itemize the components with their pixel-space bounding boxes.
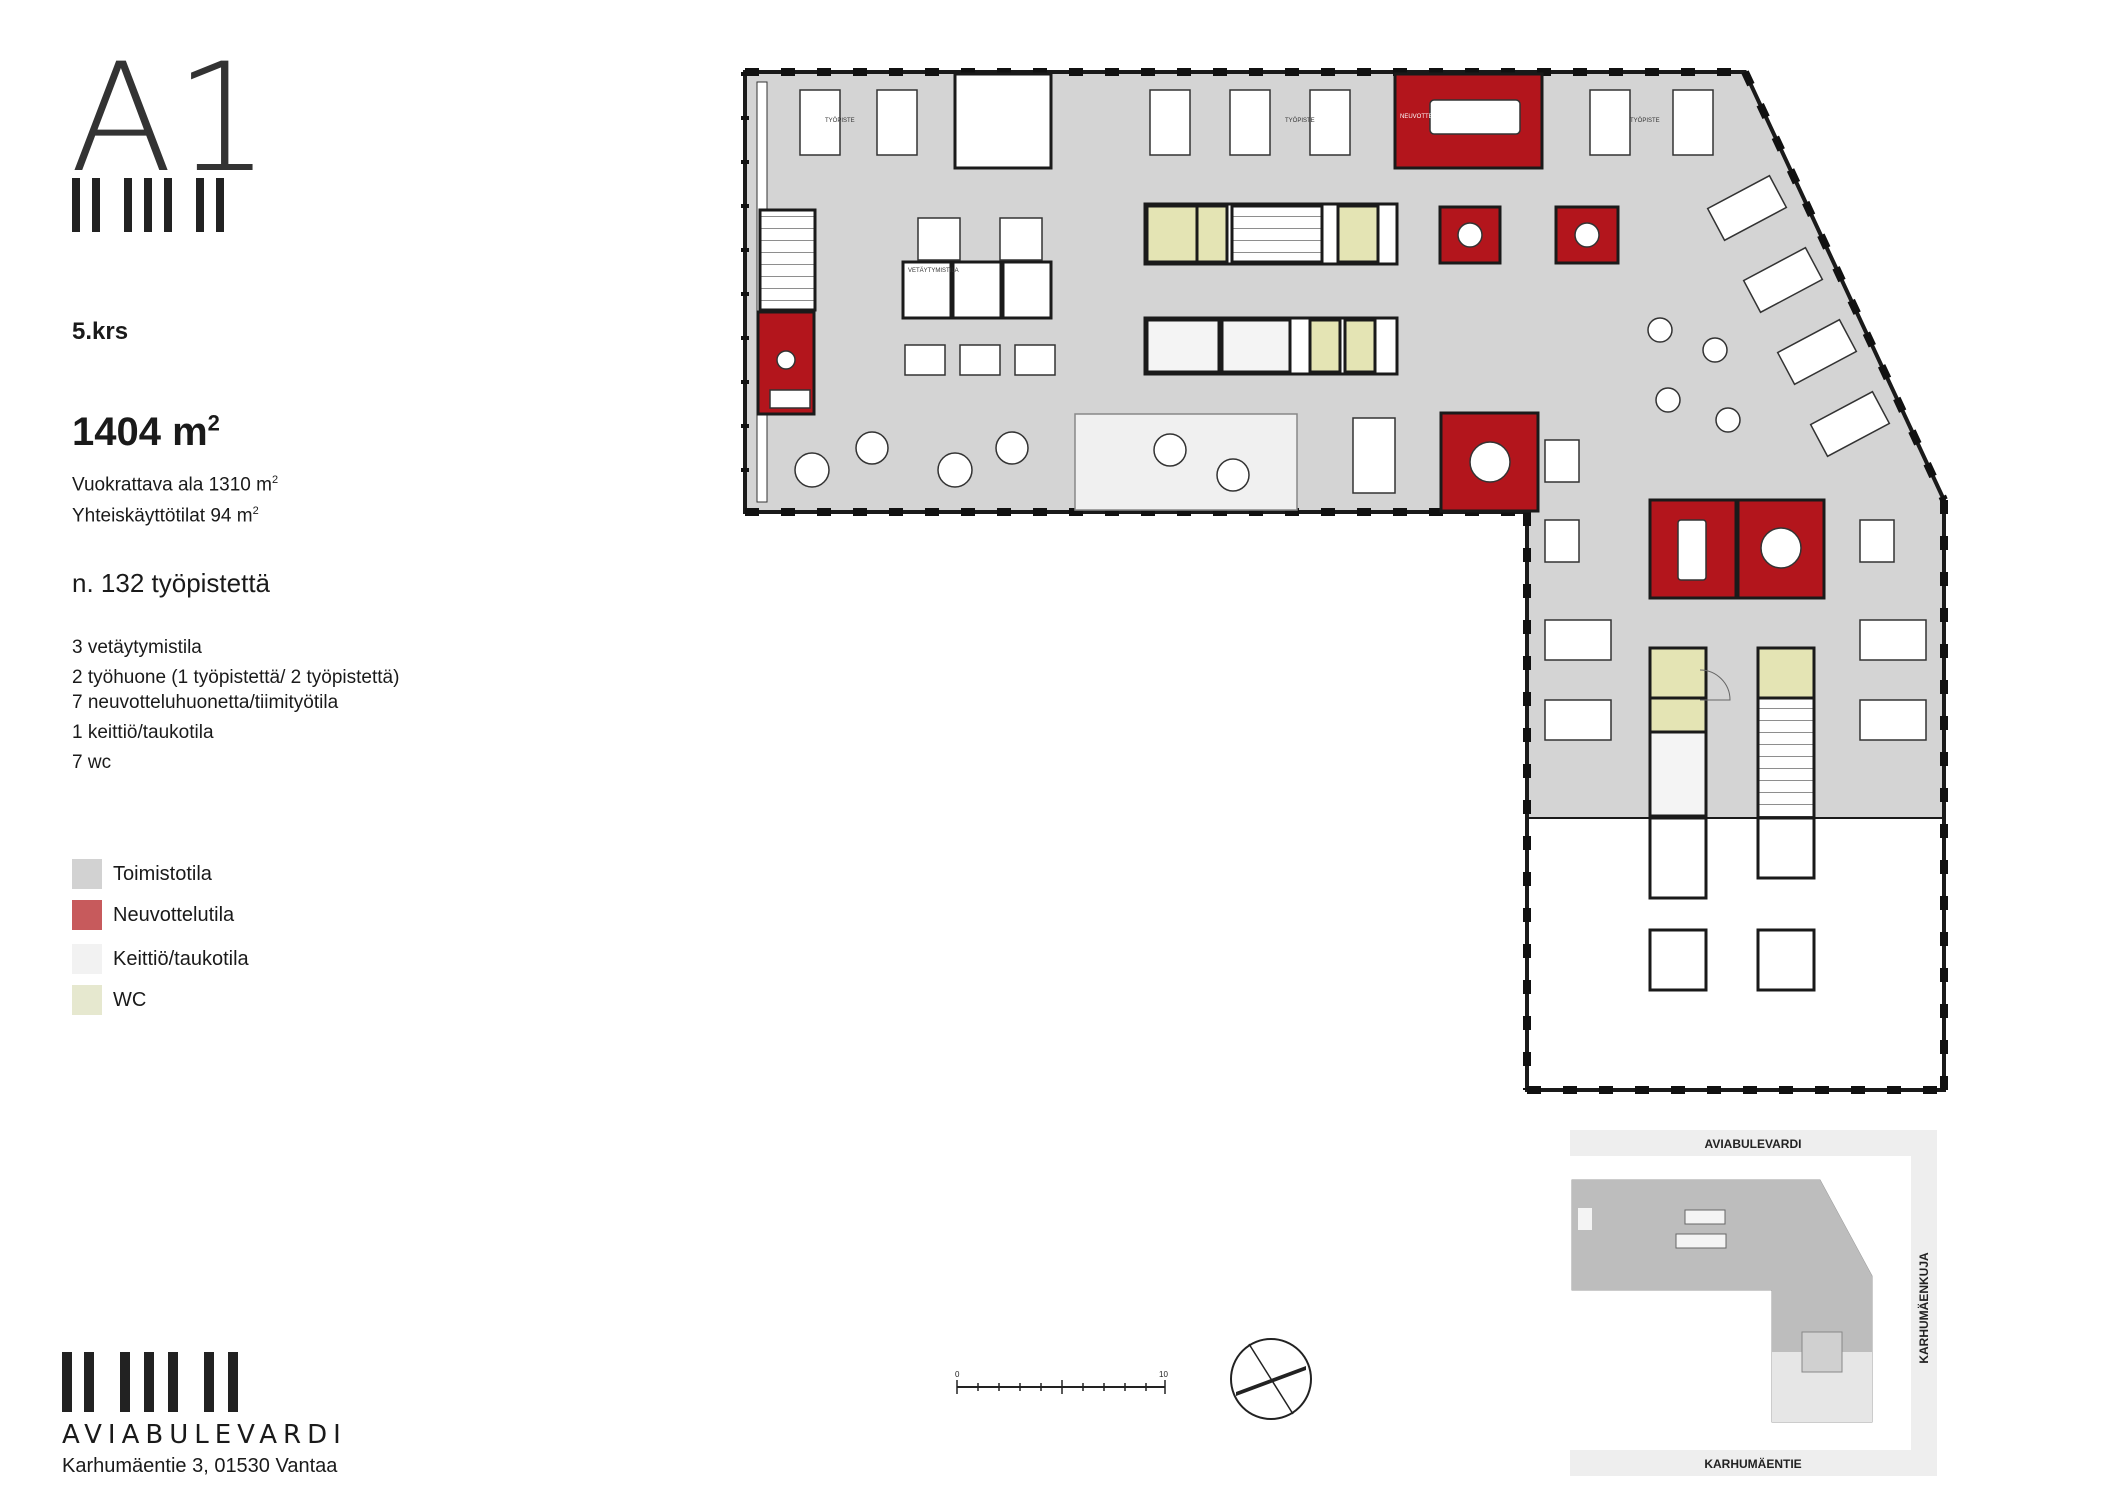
facade-windows	[741, 68, 1948, 1094]
wc-7	[1648, 696, 1708, 734]
feature-item: 3 vetäytymistila	[72, 637, 202, 658]
meeting-rooms	[756, 72, 1826, 600]
shaft-4	[1756, 928, 1816, 992]
shaft-2	[1756, 816, 1816, 880]
feature-item: 1 keittiö/taukotila	[72, 722, 214, 743]
kitchen-area	[1074, 413, 1298, 511]
legend-wc: WC	[72, 984, 146, 1016]
stair-left	[758, 208, 817, 312]
shared-area: Yhteiskäyttötilat 94 m2	[72, 505, 259, 527]
stair-right	[1756, 696, 1816, 820]
scale-bar: 0 10	[955, 1370, 1168, 1394]
street-bottom-label: KARHUMÄENTIE	[1704, 1456, 1801, 1471]
stair-core	[1230, 204, 1324, 264]
wc-3	[1336, 204, 1380, 264]
legend-kitchen: Keittiö/taukotila	[72, 943, 249, 975]
floor-label: 5.krs	[72, 318, 129, 345]
scale-start: 0	[955, 1370, 960, 1379]
scale-end: 10	[1159, 1370, 1168, 1379]
elevator-2	[1220, 318, 1292, 374]
retreat-rooms	[901, 72, 1053, 320]
feature-item: 7 neuvotteluhuonetta/tiimityötila	[72, 692, 339, 713]
brand-bars-large	[62, 1352, 238, 1412]
street-right-label: KARHUMÄENKUJA	[1916, 1252, 1931, 1364]
wc-4	[1308, 318, 1342, 374]
street-top-label: AVIABULEVARDI	[1705, 1137, 1802, 1151]
desk-label: TYÖPISTE	[1285, 117, 1315, 124]
round-tables	[794, 317, 1741, 492]
wc-2	[1195, 204, 1229, 264]
legend-office: Toimistotila	[72, 858, 212, 890]
legend-meeting: Neuvottelutila	[72, 899, 234, 931]
compass-icon	[1230, 1338, 1312, 1420]
meeting-label: NEUVOTTELUTILA	[1400, 114, 1453, 120]
rentable-area: Vuokrattava ala 1310 m2	[72, 474, 279, 496]
site-map: AVIABULEVARDI KARHUMÄENTIE KARHUMÄENKUJA	[1570, 1130, 1937, 1476]
wc-6	[1648, 646, 1708, 700]
desk-clusters	[799, 89, 1927, 741]
meeting-room-right-1	[1648, 498, 1738, 600]
desk-label: TYÖPISTE	[1630, 117, 1660, 124]
shaft-1	[1648, 816, 1708, 900]
wc-1	[1145, 204, 1199, 264]
desk-label: TYÖPISTE	[825, 117, 855, 124]
retreat-label: VETÄYTYMISTILA	[908, 267, 959, 274]
elevator-3	[1648, 730, 1708, 818]
building-code: A1	[70, 32, 273, 206]
brand-name: AVIABULEVARDI	[62, 1420, 347, 1450]
feature-item: 7 wc	[72, 752, 112, 773]
elevator-1	[1145, 318, 1221, 374]
shaft-3	[1648, 928, 1708, 992]
total-area: 1404 m2	[72, 410, 220, 454]
wc-8	[1756, 646, 1816, 700]
feature-item: 2 työhuone (1 työpistettä/ 2 työpistettä…	[72, 667, 400, 688]
brand-bars-small	[72, 178, 224, 232]
workstation-count: n. 132 työpistettä	[72, 568, 271, 598]
wc-5	[1343, 318, 1377, 374]
brand-address: Karhumäentie 3, 01530 Vantaa	[62, 1455, 338, 1477]
